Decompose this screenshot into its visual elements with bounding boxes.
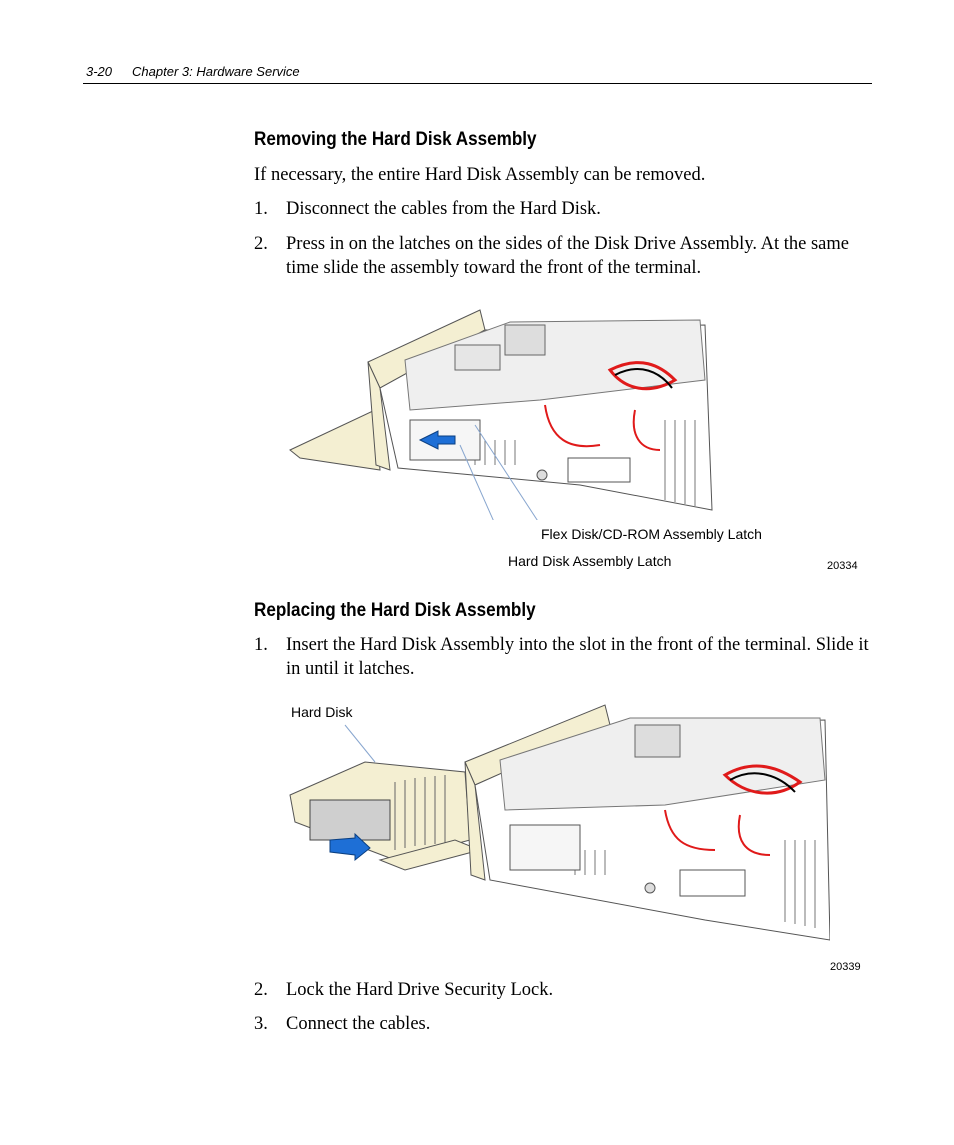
list-text: Insert the Hard Disk Assembly into the s… (286, 635, 869, 679)
slide-arrow (418, 430, 456, 450)
list-text: Disconnect the cables from the Hard Disk… (286, 199, 601, 219)
drive-bay (504, 324, 546, 356)
list-text: Connect the cables. (286, 1014, 431, 1034)
figure-number: 20334 (827, 560, 858, 572)
header-rule (83, 83, 872, 84)
cable (632, 409, 661, 451)
figure-number: 20339 (830, 961, 861, 973)
terminal-illustration-replacement (289, 704, 830, 941)
list-number: 3. (254, 1014, 268, 1034)
lock-knob (536, 469, 548, 481)
chassis-interior (404, 319, 706, 411)
page-number: 3-20 (86, 64, 113, 79)
callout-line (459, 444, 494, 520)
cable (737, 814, 771, 856)
front-cover-flap (289, 409, 381, 471)
cable-bundle (722, 764, 803, 795)
section-heading-removing: Removing the Hard Disk Assembly (254, 129, 537, 150)
list-number: 2. (254, 234, 268, 254)
lock-knob (644, 882, 656, 894)
cable (544, 404, 601, 448)
disk-mechanism (309, 799, 391, 841)
cable-bundle (729, 772, 796, 793)
callout-line (474, 424, 538, 520)
section-heading-replacing: Replacing the Hard Disk Assembly (254, 600, 536, 621)
callout-line (344, 724, 376, 763)
terminal-illustration-removal (289, 309, 713, 520)
hard-disk-label: Hard Disk (291, 704, 353, 720)
intro-paragraph: If necessary, the entire Hard Disk Assem… (254, 165, 706, 185)
cable (664, 809, 716, 851)
list-number: 1. (254, 635, 268, 655)
drive-bay (634, 724, 681, 758)
drive-slot (509, 824, 581, 871)
list-item: 1. Insert the Hard Disk Assembly into th… (254, 633, 874, 681)
list-text: Lock the Hard Drive Security Lock. (286, 980, 554, 1000)
page-header: 3-20 Chapter 3: Hardware Service (86, 64, 300, 79)
list-item: 3. Connect the cables. (254, 1012, 874, 1036)
port-panel (679, 869, 746, 897)
list-text: Press in on the latches on the sides of … (286, 234, 849, 278)
vent-slots (574, 840, 816, 928)
hard-disk-latch-label: Hard Disk Assembly Latch (508, 553, 672, 569)
disk-vent-slots (394, 775, 446, 850)
list-item: 2. Lock the Hard Drive Security Lock. (254, 978, 874, 1002)
bezel-side (367, 361, 391, 471)
bezel-side (464, 761, 486, 881)
list-item: 1. Disconnect the cables from the Hard D… (254, 197, 874, 221)
cable-bundle (614, 368, 673, 389)
list-number: 2. (254, 980, 268, 1000)
list-item: 2. Press in on the latches on the sides … (254, 232, 874, 280)
insert-arrow (329, 832, 371, 862)
list-number: 1. (254, 199, 268, 219)
chapter-title: Chapter 3: Hardware Service (132, 64, 300, 79)
flex-disk-latch-label: Flex Disk/CD-ROM Assembly Latch (541, 526, 762, 542)
port-panel (567, 457, 631, 483)
drive-bay (454, 344, 501, 371)
cable-bundle (607, 361, 678, 391)
